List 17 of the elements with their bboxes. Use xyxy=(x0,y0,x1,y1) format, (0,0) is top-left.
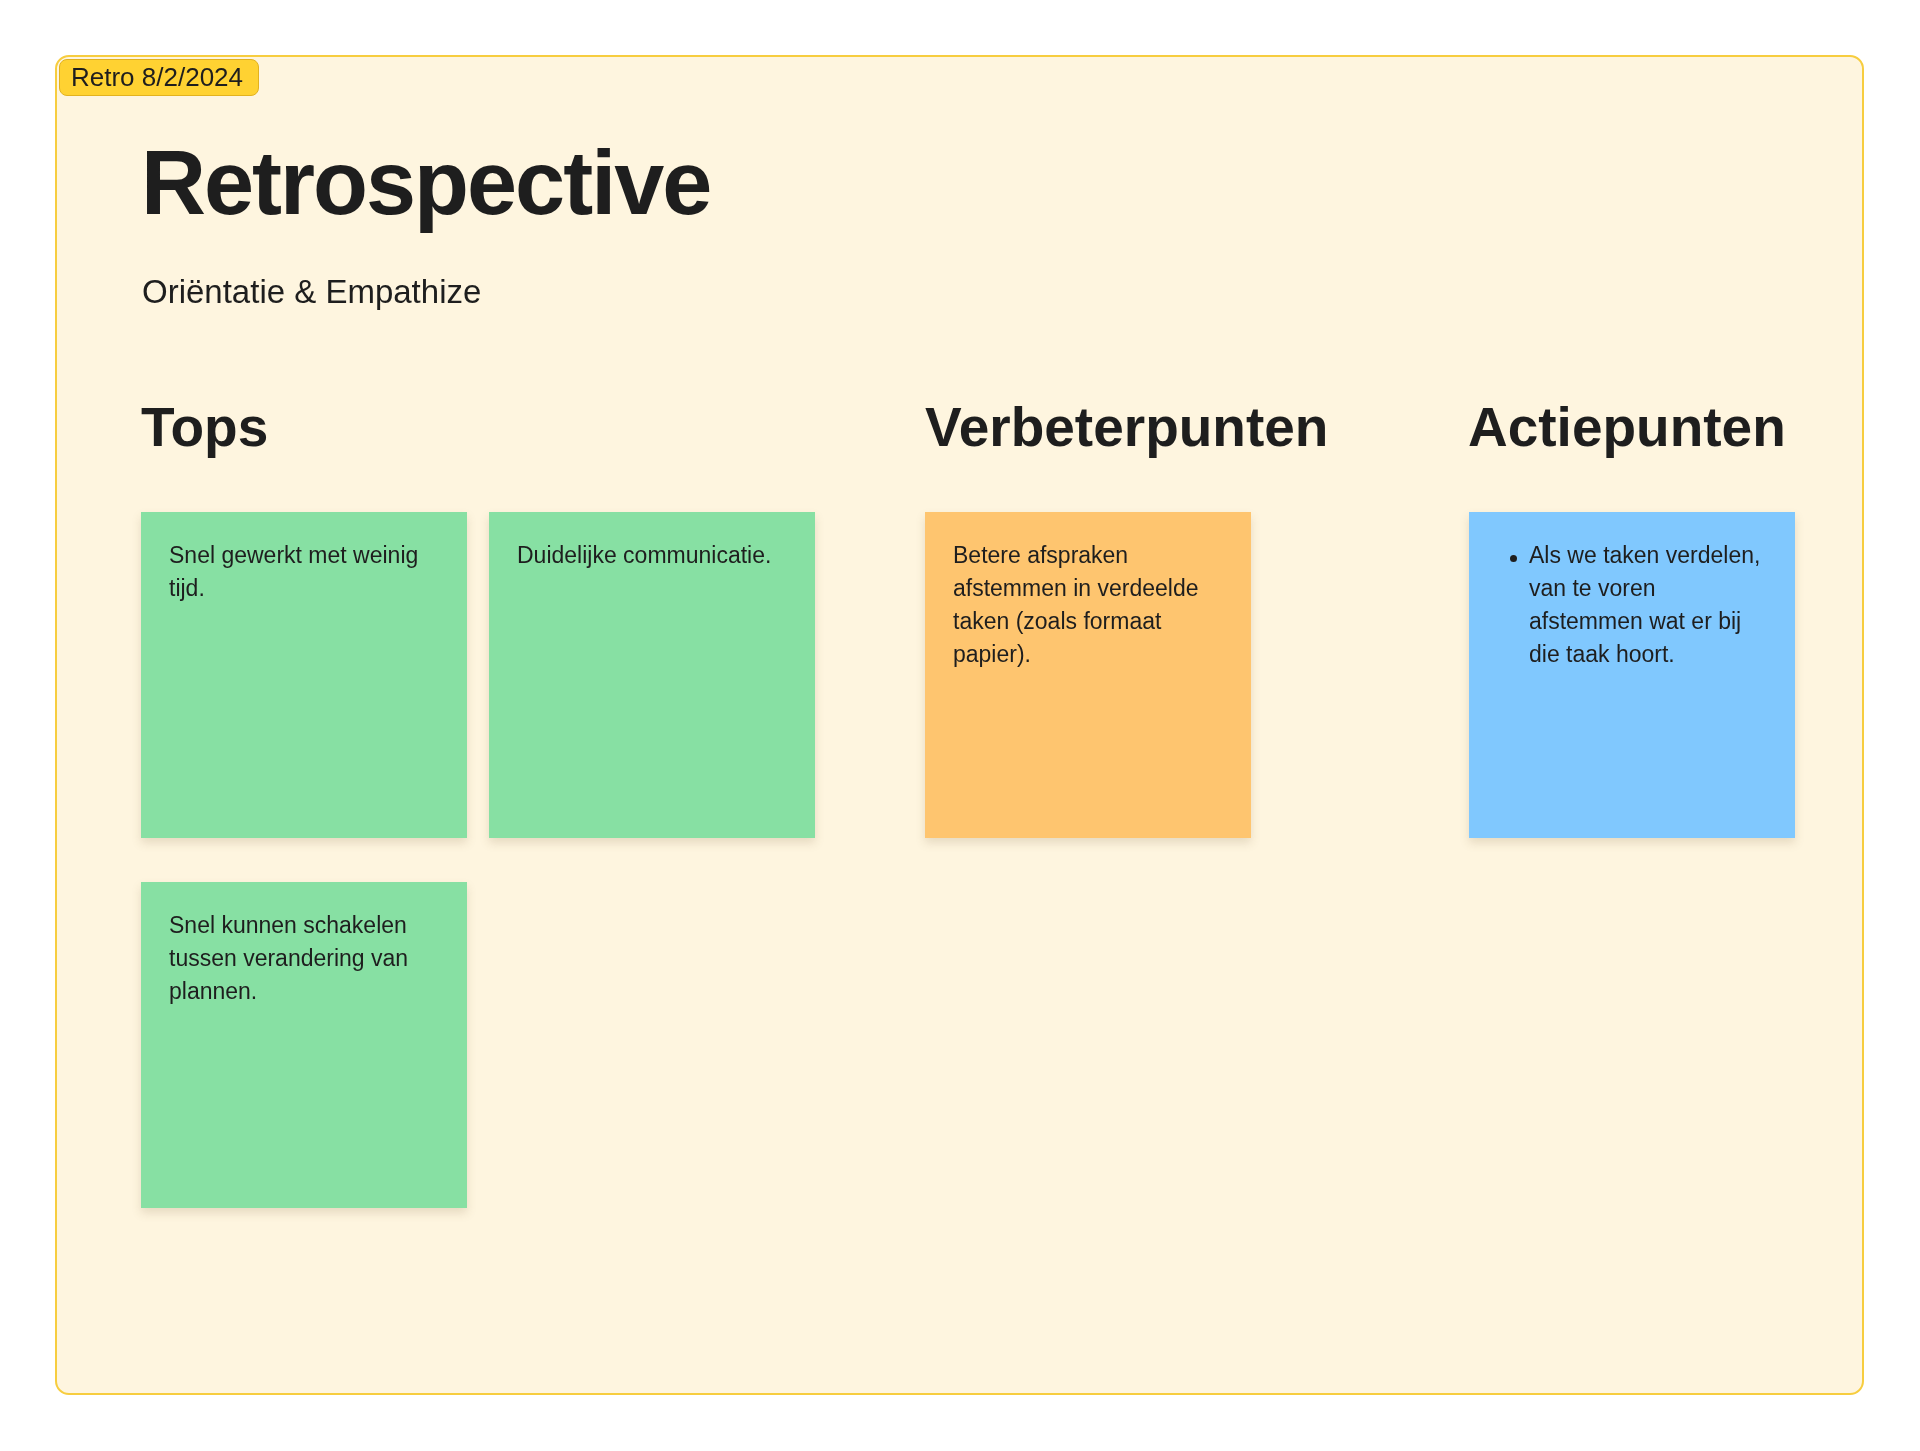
note-text: Snel kunnen schakelen tussen verandering van plannen. xyxy=(169,911,410,1006)
sticky-note xyxy=(141,512,467,838)
column-heading: Actiepunten xyxy=(1468,396,1786,459)
board-frame xyxy=(55,55,1864,1395)
note-text: Betere afspraken afstemmen in verdeelde taken (zoals formaat papier). xyxy=(953,541,1200,669)
board-subtitle: Oriëntatie & Empathize xyxy=(142,273,482,311)
frame-name-tag: Retro 8/2/2024 xyxy=(59,59,259,96)
note-text: Duidelijke communicatie. xyxy=(517,541,773,570)
bullet-item-text: Als we taken verdelen, van te voren afstemmen wat er bij die taak hoort. xyxy=(1529,541,1762,669)
sticky-note xyxy=(925,512,1251,838)
sticky-note xyxy=(1469,512,1795,838)
sticky-note xyxy=(141,882,467,1208)
column-heading: Tops xyxy=(141,396,269,459)
board-title: Retrospective xyxy=(141,132,711,235)
column-heading: Verbeterpunten xyxy=(925,396,1329,459)
sticky-note xyxy=(489,512,815,838)
note-text: Snel gewerkt met weinig tijd. xyxy=(169,541,420,603)
